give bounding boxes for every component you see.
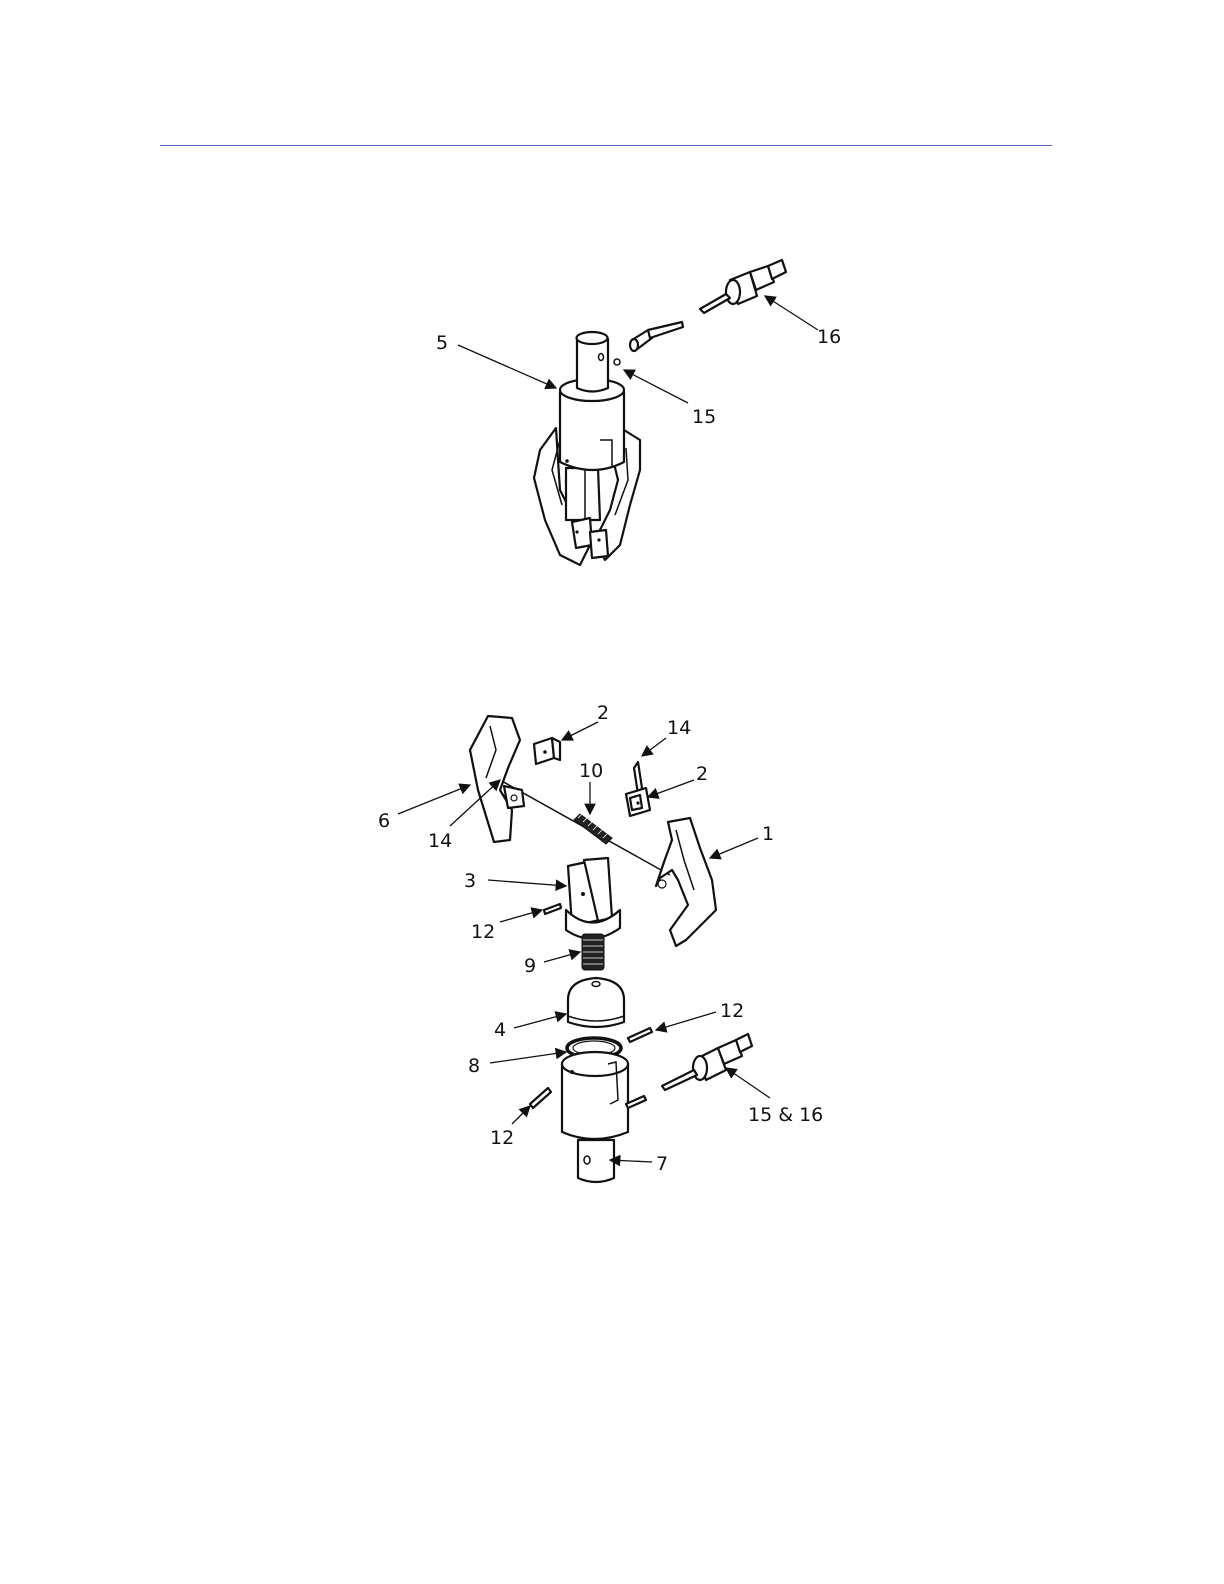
pin-fitting-15 bbox=[614, 322, 683, 365]
leader-9 bbox=[544, 952, 580, 962]
upper-shaft-assembled bbox=[577, 332, 609, 392]
callout-12b: 12 bbox=[720, 1000, 744, 1022]
assembled-view: 5 15 16 bbox=[436, 260, 841, 565]
exploded-view: 2 14 2 10 6 14 1 3 12 9 4 12 8 12 15 & 1… bbox=[378, 702, 823, 1182]
callout-15: 15 bbox=[692, 406, 716, 428]
body-7 bbox=[562, 1052, 628, 1182]
callout-14a: 14 bbox=[667, 717, 691, 739]
callout-1: 1 bbox=[762, 823, 774, 845]
slider-block-3 bbox=[566, 858, 620, 939]
spring-10 bbox=[574, 814, 612, 844]
callout-6: 6 bbox=[378, 810, 390, 832]
leader-6 bbox=[398, 785, 470, 814]
leader-4 bbox=[514, 1014, 566, 1028]
leader-14a bbox=[642, 738, 666, 756]
bracket-2b bbox=[626, 788, 650, 816]
callout-12c: 12 bbox=[490, 1127, 514, 1149]
grease-coupler-15-16 bbox=[662, 1034, 752, 1090]
grease-coupler-16 bbox=[700, 260, 786, 313]
callout-2b: 2 bbox=[696, 763, 708, 785]
callout-15-16: 15 & 16 bbox=[748, 1104, 823, 1126]
leader-2b bbox=[648, 780, 694, 797]
callout-10: 10 bbox=[579, 760, 603, 782]
plunger-4 bbox=[568, 978, 624, 1027]
slide-plate-assembled bbox=[566, 468, 600, 520]
callout-7: 7 bbox=[656, 1153, 668, 1175]
callout-16: 16 bbox=[817, 326, 841, 348]
leader-2a bbox=[562, 722, 598, 740]
leader-12a bbox=[500, 910, 542, 922]
leader-5 bbox=[458, 345, 556, 388]
callout-3: 3 bbox=[464, 870, 476, 892]
spring-9 bbox=[582, 934, 604, 970]
pin-12-left-lower bbox=[530, 1088, 551, 1108]
leader-12c bbox=[512, 1106, 530, 1124]
callout-9: 9 bbox=[524, 955, 536, 977]
leader-15-16 bbox=[726, 1068, 770, 1098]
bracket-2a bbox=[534, 738, 560, 764]
leader-1 bbox=[710, 838, 758, 858]
leader-16 bbox=[765, 296, 818, 330]
leader-15 bbox=[624, 370, 688, 403]
pin-12-left-upper bbox=[544, 904, 561, 914]
callout-8: 8 bbox=[468, 1055, 480, 1077]
pin-12-right bbox=[628, 1028, 652, 1042]
body-cylinder-assembled bbox=[560, 379, 624, 470]
leader-3 bbox=[488, 880, 566, 886]
callout-5: 5 bbox=[436, 332, 448, 354]
callout-12a: 12 bbox=[471, 921, 495, 943]
leader-8 bbox=[490, 1052, 566, 1063]
left-jaw-6 bbox=[470, 716, 524, 842]
callout-2a: 2 bbox=[597, 702, 609, 724]
callout-4: 4 bbox=[494, 1019, 506, 1041]
right-jaw-1 bbox=[656, 818, 716, 946]
callout-14b: 14 bbox=[428, 830, 452, 852]
leader-7 bbox=[610, 1160, 652, 1162]
leader-12b bbox=[656, 1012, 716, 1030]
